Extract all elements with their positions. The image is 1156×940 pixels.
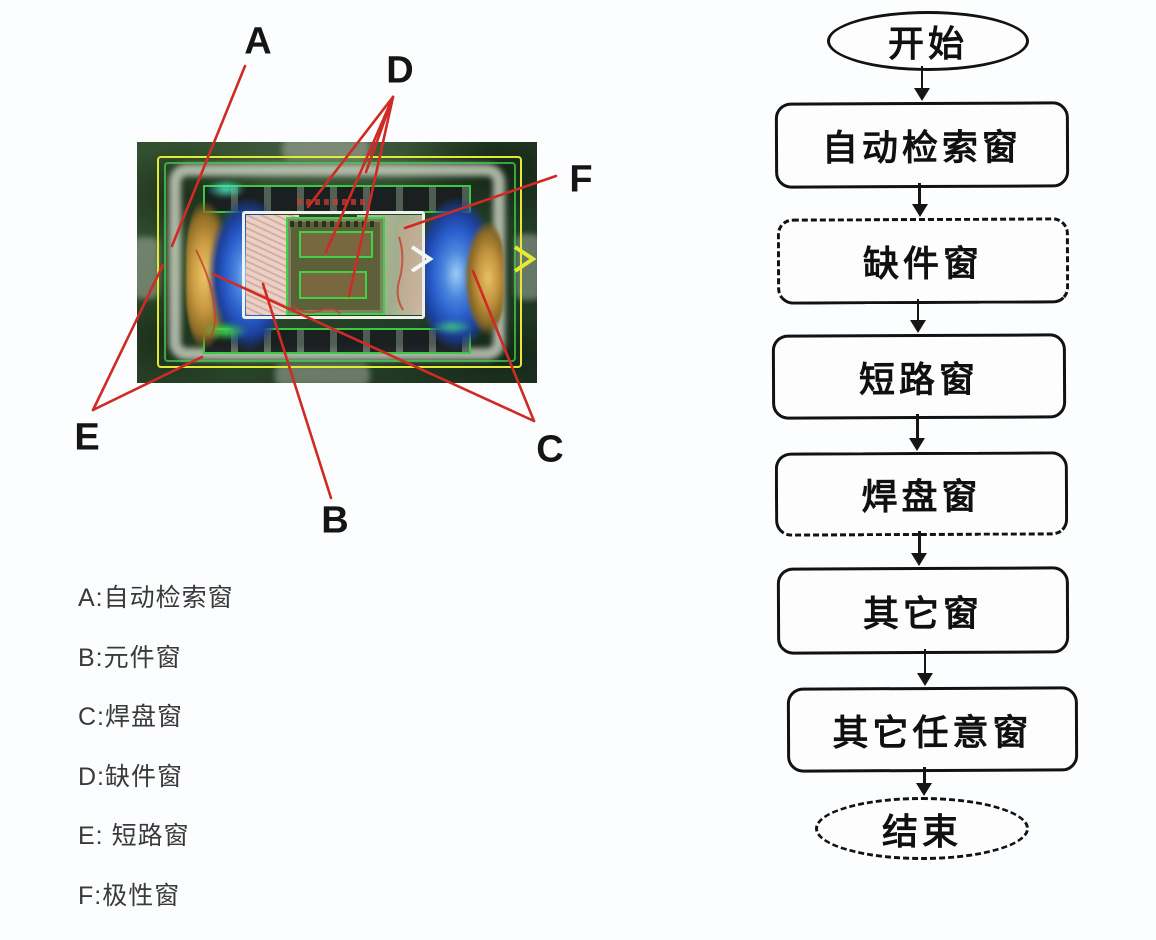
arrow-head-icon	[916, 783, 933, 796]
flowchart-arrow-0	[914, 66, 930, 101]
marker-letter-F: F	[569, 158, 593, 201]
legend-item-D: D:缺件窗	[78, 762, 184, 791]
arrow-head-icon	[914, 88, 930, 101]
flowchart-node-1-step: 自动检索窗	[774, 101, 1070, 189]
green-glow-bottom-right	[432, 320, 472, 334]
polarity-chevron-yellow-icon	[513, 245, 537, 273]
flowchart-arrow-6	[916, 767, 933, 796]
legend-item-B: B:元件窗	[78, 643, 182, 672]
arrow-head-icon	[910, 320, 926, 333]
annotated-photo-panel: A B C D E F A:自动检索窗 B:元件窗 C:焊盘窗 D:缺件窗 E: 短路窗 F:极性窗	[74, 20, 593, 911]
flowchart-node-7-terminal: 结束	[815, 797, 1029, 860]
arrow-head-icon	[909, 438, 926, 451]
polarity-chevron-white-icon	[410, 245, 434, 273]
flowchart-arrow-3	[909, 414, 926, 451]
flowchart-arrow-2	[910, 299, 926, 333]
legend-item-C: C:焊盘窗	[78, 703, 184, 732]
marker-letter-C: C	[536, 428, 564, 471]
flowchart-arrow-4	[911, 531, 928, 566]
arrow-head-icon	[911, 553, 928, 566]
flowchart-node-6-step: 其它任意窗	[786, 686, 1079, 773]
legend-item-E: E: 短路窗	[78, 822, 190, 851]
right-pad-tan	[464, 220, 504, 336]
solder-tab-left	[137, 237, 159, 299]
flowchart-node-5-step: 其它窗	[776, 566, 1070, 655]
marker-letter-B: B	[321, 499, 349, 542]
flowchart-node-3-step: 短路窗	[771, 333, 1067, 420]
chip-marking-text	[290, 221, 378, 227]
green-glow-bottom-left	[203, 322, 247, 340]
pcb-component-photo	[137, 142, 537, 383]
red-marking-text	[297, 199, 367, 205]
chip-mark-lower-rect	[299, 271, 367, 299]
legend-item-A: A:自动检索窗	[78, 584, 234, 612]
arrow-head-icon	[911, 204, 928, 217]
flowchart-node-2-step: 缺件窗	[776, 217, 1070, 305]
chip-mark-upper-rect	[299, 231, 373, 258]
legend-item-F: F:极性窗	[78, 882, 181, 910]
arrow-head-icon	[916, 673, 933, 686]
flowchart-arrow-5	[916, 649, 933, 686]
marker-letter-D: D	[386, 49, 414, 92]
flowchart-node-4-step: 焊盘窗	[774, 451, 1069, 537]
cyan-glow	[207, 180, 245, 198]
marker-letter-A: A	[244, 20, 272, 63]
marker-letter-E: E	[74, 416, 100, 459]
flowchart-node-0-terminal: 开始	[827, 11, 1029, 71]
flowchart-arrow-1	[911, 183, 928, 217]
